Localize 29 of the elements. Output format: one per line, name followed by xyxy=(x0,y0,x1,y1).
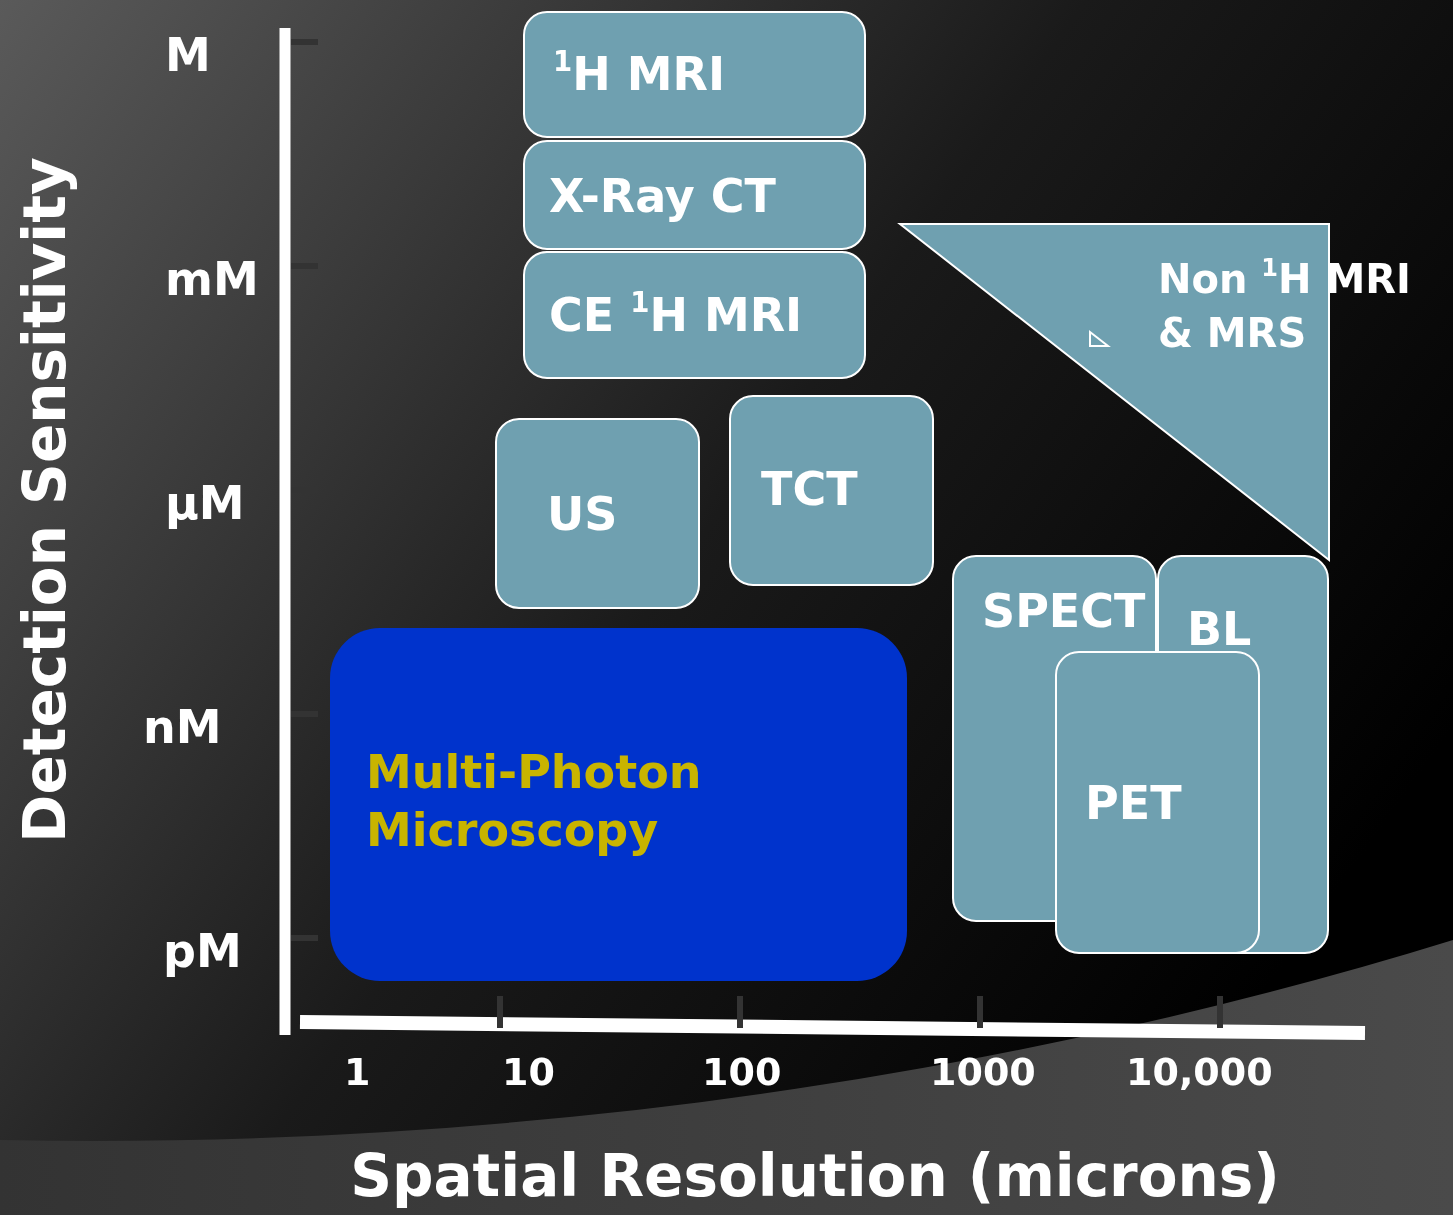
tick-label: 10,000 xyxy=(1126,1050,1273,1094)
modality-name: $^{1}$H MRI xyxy=(553,45,726,104)
tick-label: μM xyxy=(165,476,245,530)
modality-name: BL xyxy=(1187,601,1252,658)
modality-box xyxy=(1055,651,1260,954)
tick-label: 1000 xyxy=(930,1050,1036,1094)
tick-label: pM xyxy=(163,924,242,978)
modality-box xyxy=(523,11,866,138)
modality-box xyxy=(523,140,866,250)
tick-label: 1 xyxy=(344,1050,371,1094)
modality-name: US xyxy=(547,486,618,543)
modality-name: X-Ray CT xyxy=(549,168,776,225)
modality-name: CE $^{1}$H MRI xyxy=(549,286,803,345)
axis-title: Detection Sensitivity xyxy=(11,157,79,843)
modality-box xyxy=(729,395,934,586)
modality-name: TCT xyxy=(761,461,858,518)
tick-label: M xyxy=(165,28,211,82)
tick-label: 10 xyxy=(502,1050,555,1094)
tick-label: nM xyxy=(143,700,222,754)
modality-box xyxy=(495,418,700,609)
modality-box xyxy=(330,628,907,981)
modality-name: SPECT xyxy=(982,583,1146,640)
modality-name: Multi-Photon Microscopy xyxy=(366,744,703,859)
modality-box xyxy=(523,251,866,379)
modality-name: PET xyxy=(1085,775,1182,832)
axis-title: Spatial Resolution (microns) xyxy=(350,1142,1280,1210)
tick-label: 100 xyxy=(702,1050,782,1094)
tick-label: mM xyxy=(165,252,259,306)
modality-name: Non $^{1}$H MRI & MRS xyxy=(1158,253,1412,358)
